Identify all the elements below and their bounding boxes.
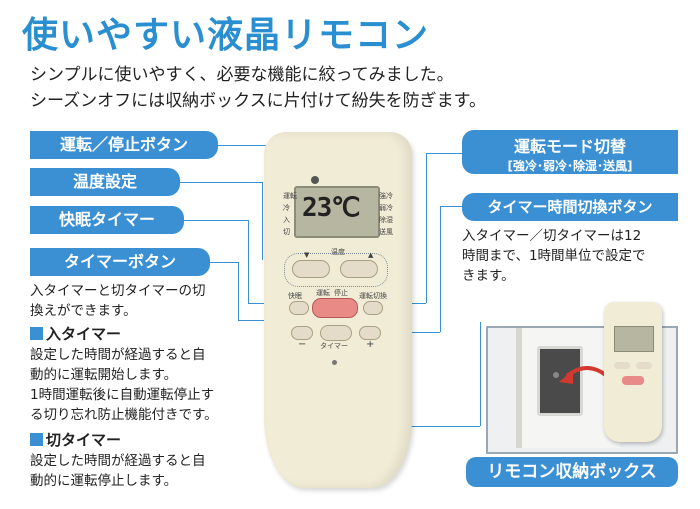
sleep-timer-button[interactable] [289,301,309,315]
temp-buttons-highlight [284,253,388,287]
label-timer-button: タイマーボタン [30,248,210,276]
connector-mode-v [426,153,428,303]
insert-arrow-icon [559,366,609,384]
stored-remote [604,302,662,442]
connector-timer [210,262,238,264]
chevron-up-icon: ▲ [368,251,374,259]
connector-temp-v [262,182,264,260]
connector-temp [180,182,262,184]
temp-up-button[interactable] [340,260,378,278]
minus-icon: − [298,339,307,350]
connector-timer-toggle-v [440,206,442,332]
sleep-button-caption: 快眠 [288,292,302,300]
stored-remote-btn1 [614,362,630,369]
run-stop-button[interactable] [312,298,358,318]
timer-caption: タイマー [320,342,348,350]
connector-timer-v [238,262,240,320]
mode-button-caption: 運転切換 [359,292,387,300]
lcd-right-indicators: 強冷弱冷除湿送風 [379,192,393,236]
mode-switch-button[interactable] [363,301,383,315]
connector-storage-v [480,322,482,426]
connector-sleep-v [248,220,250,303]
timer-minus-button[interactable] [291,326,313,340]
stored-remote-red-btn [622,376,644,385]
connector-sleep [184,220,248,222]
page-title: 使いやすい液晶リモコン [22,15,430,56]
box-screw-icon [553,372,559,378]
temp-down-button[interactable] [292,260,330,278]
label-mode-switch: 運転モード切替 [強冷･弱冷･除湿･送風] [462,130,678,174]
chevron-down-icon: ▼ [304,251,310,259]
square-bullet-icon [30,327,43,340]
temp-caption: 温度 [331,248,345,256]
label-temperature-setting: 温度設定 [30,168,180,196]
lcd-temperature: 23℃ [302,193,361,223]
timer-button[interactable] [320,325,352,341]
connector-timer-toggle [440,206,462,208]
stored-remote-lcd [614,326,654,352]
on-timer-heading: 入タイマー [30,323,121,344]
label-sleep-timer: 快眠タイマー [30,206,184,234]
connector-mode [426,153,462,155]
subtitle-line-1: シンプルに使いやすく、必要な機能に絞ってみました。 [30,65,454,85]
ir-emitter-icon [311,176,319,184]
run-caption: 運転 [316,289,330,297]
label-run-stop-button: 運転／停止ボタン [30,131,218,159]
connector-run-stop [218,145,288,147]
square-bullet-icon [30,433,43,446]
label-storage-box: リモコン収納ボックス [466,457,678,487]
stop-caption: 停止 [334,289,348,297]
label-timer-toggle-button: タイマー時間切換ボタン [462,193,678,221]
plus-icon: + [366,339,375,350]
storage-box [537,346,583,416]
lcd-left-indicators: 運転冷入切 [283,192,297,236]
subtitle-line-2: シーズンオフには収納ボックスに片付けて紛失を防ぎます。 [30,91,486,111]
on-timer-desc: 設定した時間が経過すると自 動的に運転開始します。 1時間運転後に自動運転停止す… [30,347,218,423]
timer-toggle-desc: 入タイマー／切タイマーは12 時間まで、1時間単位で設定で きます。 [462,228,646,284]
reset-hole-icon [332,360,337,365]
stored-remote-btn2 [636,362,652,369]
timer-button-desc: 入タイマーと切タイマーの切 換えができます。 [30,283,206,319]
timer-plus-button[interactable] [359,326,381,340]
off-timer-desc: 設定した時間が経過すると自 動的に運転停止します。 [30,453,206,489]
lcd-display [294,186,380,238]
off-timer-heading: 切タイマー [30,429,121,450]
